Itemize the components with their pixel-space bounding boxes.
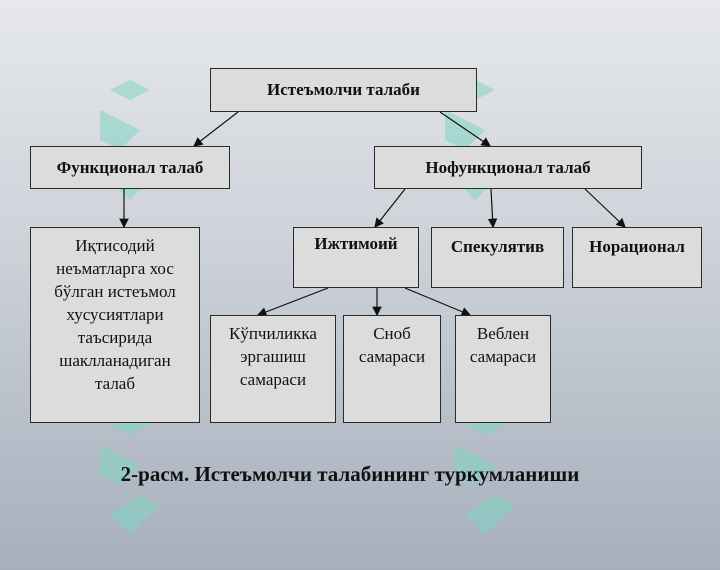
edge-nonfunctional-speculative bbox=[487, 188, 498, 229]
node-functional-description: Иқтисодий неъматларга хос бўлган истеъмо… bbox=[30, 227, 200, 423]
edge-root-nonfunctional bbox=[439, 111, 491, 147]
node-functional-demand: Функционал талаб bbox=[30, 146, 230, 189]
node-speculative: Спекулятив bbox=[431, 227, 564, 288]
node-snob-effect-text: Сноб самараси bbox=[358, 324, 426, 366]
node-nonfunctional-demand-label: Нофункционал талаб bbox=[425, 157, 591, 177]
node-consumer-demand-label: Истеъмолчи талаби bbox=[267, 80, 420, 99]
node-bandwagon-effect: Кўпчиликка эргашиш самараси bbox=[210, 315, 336, 423]
node-functional-demand-label: Функционал талаб bbox=[56, 157, 204, 177]
edge-social-veblen bbox=[404, 287, 472, 317]
node-veblen-effect: Веблен самараси bbox=[455, 315, 551, 423]
figure-caption: 2-расм. Истеъмолчи талабининг туркумлани… bbox=[120, 462, 580, 486]
edge-root-functional bbox=[193, 111, 239, 147]
node-irrational-label: Норационал bbox=[589, 237, 685, 256]
node-nonfunctional-demand: Нофункционал талаб bbox=[374, 146, 642, 189]
edge-nonfunctional-social bbox=[374, 188, 406, 228]
node-veblen-effect-text: Веблен самараси bbox=[469, 324, 537, 366]
watermark-logo bbox=[455, 415, 515, 535]
watermark-logo bbox=[100, 415, 160, 535]
node-speculative-label: Спекулятив bbox=[450, 237, 545, 256]
node-functional-description-text: Иқтисодий неъматларга хос бўлган истеъмо… bbox=[54, 236, 176, 393]
node-irrational: Норационал bbox=[572, 227, 702, 288]
edge-social-bandwagon bbox=[256, 287, 329, 317]
node-bandwagon-effect-text: Кўпчиликка эргашиш самараси bbox=[229, 324, 317, 389]
edge-nonfunctional-irrational bbox=[584, 188, 626, 228]
node-snob-effect: Сноб самараси bbox=[343, 315, 441, 423]
node-social-label: Ижтимоий bbox=[314, 234, 398, 253]
node-social: Ижтимоий bbox=[293, 227, 419, 288]
node-consumer-demand: Истеъмолчи талаби bbox=[210, 68, 477, 112]
